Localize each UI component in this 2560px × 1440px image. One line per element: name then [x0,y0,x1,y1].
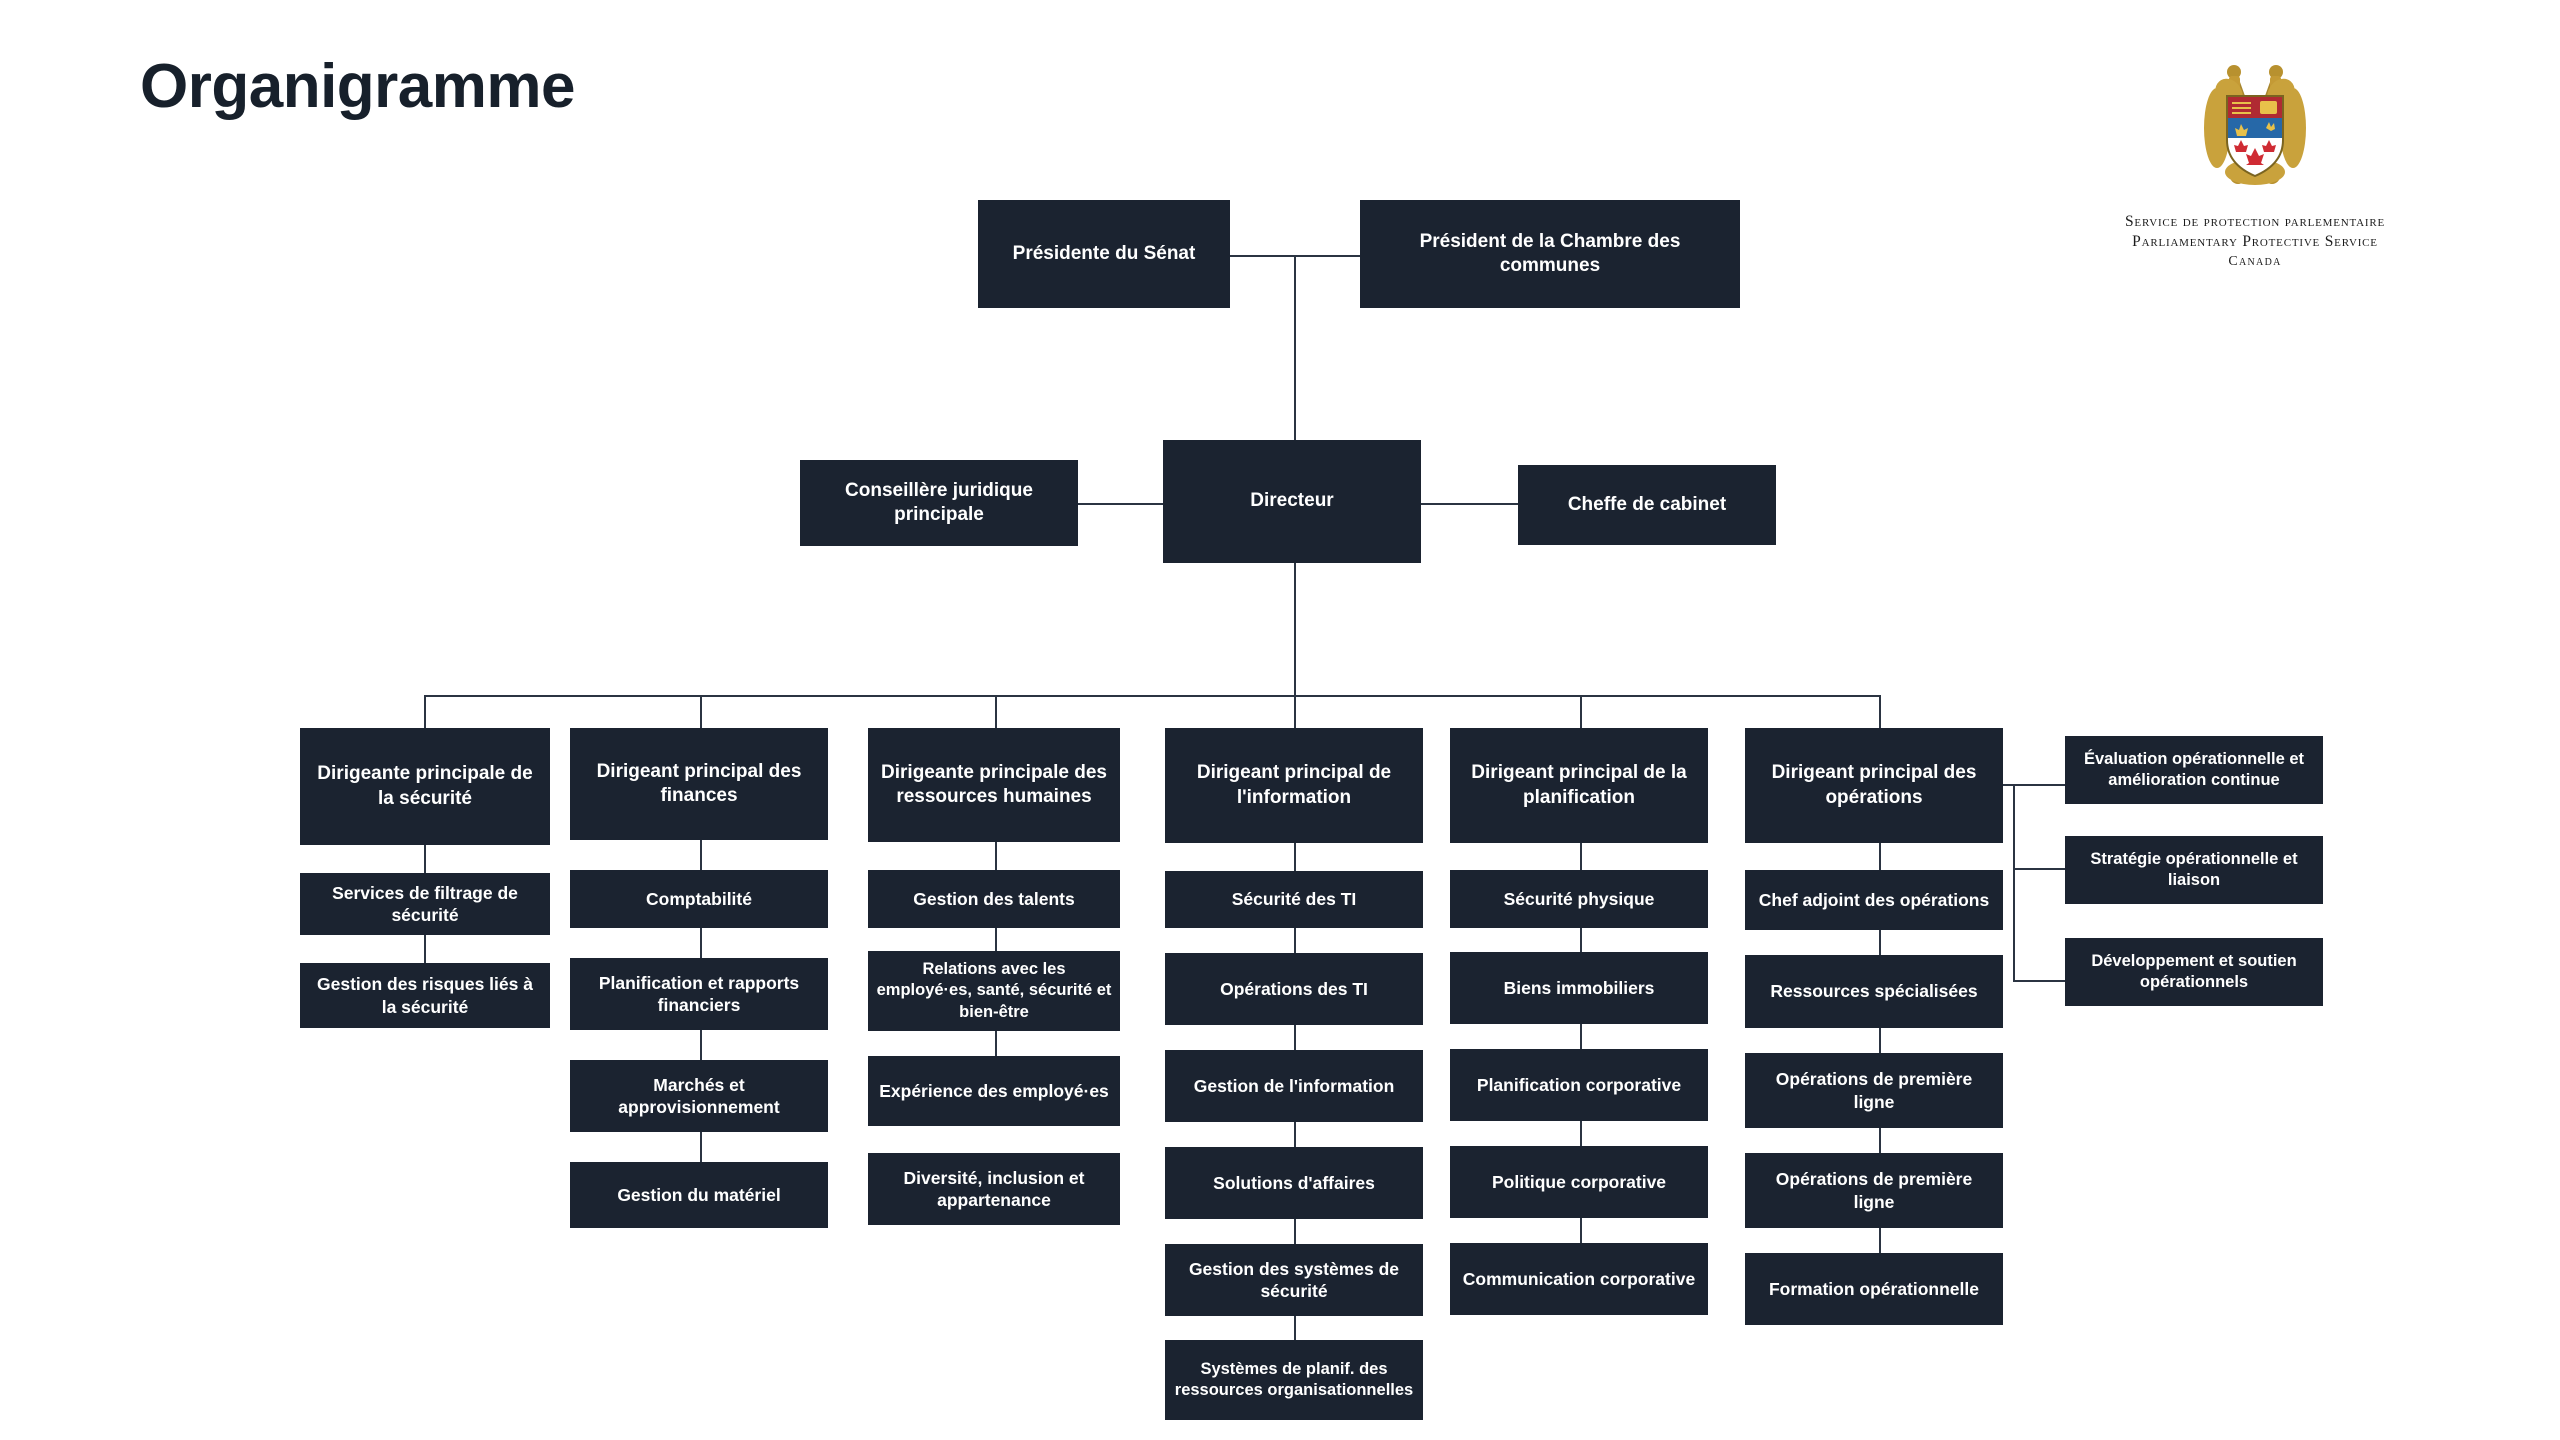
node-chief-of-staff[interactable]: Cheffe de cabinet [1518,465,1776,545]
node-real-property[interactable]: Biens immobiliers [1450,952,1708,1024]
node-corporate-planning[interactable]: Planification corporative [1450,1049,1708,1121]
connector-ops-branch-3 [2013,980,2067,982]
connector-col5-2 [1580,928,1582,952]
node-chief-legal-counsel[interactable]: Conseillère juridique principale [800,460,1078,546]
connector-col3-1 [995,842,997,870]
connector-col6-2 [1879,930,1881,955]
node-employee-relations-health-safety-wellbeing[interactable]: Relations avec les employé·es, santé, sé… [868,951,1120,1031]
node-operational-development-support[interactable]: Développement et soutien opérationnels [2065,938,2323,1006]
connector-col4-4 [1294,1122,1296,1147]
node-physical-security[interactable]: Sécurité physique [1450,870,1708,928]
connector-col4-2 [1294,928,1296,953]
connector-drop-col-1 [424,695,426,728]
node-deputy-chief-operations[interactable]: Chef adjoint des opérations [1745,870,2003,930]
node-it-security[interactable]: Sécurité des TI [1165,871,1423,928]
node-contracts-procurement[interactable]: Marchés et approvisionnement [570,1060,828,1132]
connector-col3-2 [995,928,997,951]
node-financial-planning-reporting[interactable]: Planification et rapports financiers [570,958,828,1030]
node-chief-information-officer[interactable]: Dirigeant principal de l'information [1165,728,1423,843]
connector-col5-1 [1580,843,1582,870]
connector-col5-5 [1580,1218,1582,1243]
node-chief-planning-officer[interactable]: Dirigeant principal de la planification [1450,728,1708,843]
connector-col4-6 [1294,1316,1296,1340]
connector-col1-2 [424,935,426,963]
connector-director-down [1294,563,1296,695]
connector-legal-to-director [1077,503,1169,505]
connector-col4-5 [1294,1219,1296,1244]
node-security-risk-management[interactable]: Gestion des risques liés à la sécurité [300,963,550,1028]
node-corporate-communication[interactable]: Communication corporative [1450,1243,1708,1315]
node-information-management[interactable]: Gestion de l'information [1165,1050,1423,1122]
connector-col6-5 [1879,1228,1881,1253]
node-frontline-operations-1[interactable]: Opérations de première ligne [1745,1053,2003,1128]
connector-col6-3 [1879,1028,1881,1053]
node-talent-management[interactable]: Gestion des talents [868,870,1120,928]
node-accounting[interactable]: Comptabilité [570,870,828,928]
logo-text-country: Canada [2228,253,2282,269]
connector-col2-1 [700,840,702,870]
connector-col6-4 [1879,1128,1881,1153]
connector-col5-4 [1580,1121,1582,1146]
connector-col5-3 [1580,1024,1582,1049]
connector-ops-branch-1 [2013,784,2067,786]
connector-director-to-chief-of-staff [1420,503,1520,505]
connector-speakers-to-director [1294,255,1296,440]
node-corporate-policy[interactable]: Politique corporative [1450,1146,1708,1218]
connector-drop-col-2 [700,695,702,728]
node-enterprise-resource-planning-systems[interactable]: Systèmes de planif. des ressources organ… [1165,1340,1423,1420]
node-speaker-senate[interactable]: Présidente du Sénat [978,200,1230,308]
node-operational-strategy-liaison[interactable]: Stratégie opérationnelle et liaison [2065,836,2323,904]
node-chief-financial-officer[interactable]: Dirigeant principal des finances [570,728,828,840]
logo-text-fr: Service de protection parlementaire [2125,213,2385,230]
connector-col2-2 [700,928,702,958]
connector-drop-col-6 [1879,695,1881,728]
node-business-solutions[interactable]: Solutions d'affaires [1165,1147,1423,1219]
logo-text-en: Parliamentary Protective Service [2132,233,2378,251]
connector-ops-branch-2 [2013,868,2067,870]
node-operational-evaluation-continuous-improvement[interactable]: Évaluation opérationnelle et amélioratio… [2065,736,2323,804]
node-chief-security-officer[interactable]: Dirigeante principale de la sécurité [300,728,550,845]
node-employee-experience[interactable]: Expérience des employé·es [868,1056,1120,1126]
connector-col4-3 [1294,1025,1296,1050]
node-operational-training[interactable]: Formation opérationnelle [1745,1253,2003,1325]
connector-drop-col-4 [1294,695,1296,728]
connector-col6-1 [1879,843,1881,870]
node-diversity-inclusion-belonging[interactable]: Diversité, inclusion et appartenance [868,1153,1120,1225]
connector-distribution-bar [424,695,1881,697]
connector-col4-1 [1294,843,1296,871]
connector-col2-3 [700,1030,702,1060]
organization-logo: Service de protection parlementaire Parl… [2085,56,2425,271]
connector-drop-col-5 [1580,695,1582,728]
node-materiel-management[interactable]: Gestion du matériel [570,1162,828,1228]
node-chief-human-resources-officer[interactable]: Dirigeante principale des ressources hum… [868,728,1120,842]
node-security-systems-management[interactable]: Gestion des systèmes de sécurité [1165,1244,1423,1316]
connector-col1-1 [424,845,426,873]
node-security-screening-services[interactable]: Services de filtrage de sécurité [300,873,550,935]
page-title: Organigramme [140,52,576,121]
connector-col2-4 [700,1132,702,1162]
node-frontline-operations-2[interactable]: Opérations de première ligne [1745,1153,2003,1228]
connector-drop-col-3 [995,695,997,728]
node-specialized-resources[interactable]: Ressources spécialisées [1745,955,2003,1028]
parliamentary-protective-service-crest-icon [2204,65,2306,185]
node-speaker-house[interactable]: Président de la Chambre des communes [1360,200,1740,308]
connector-col3-3 [995,1031,997,1056]
connector-ops-branch-spine [2013,784,2015,982]
node-it-operations[interactable]: Opérations des TI [1165,953,1423,1025]
node-director[interactable]: Directeur [1163,440,1421,563]
node-chief-operations-officer[interactable]: Dirigeant principal des opérations [1745,728,2003,843]
